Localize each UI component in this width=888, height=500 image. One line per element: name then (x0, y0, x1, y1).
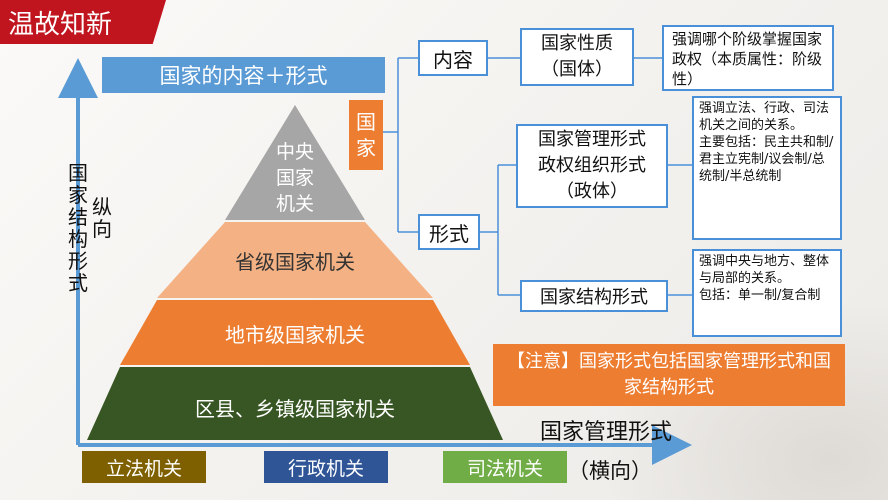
pyramid-top-level (225, 105, 365, 220)
pyramid-level-provincial (157, 222, 433, 298)
horizontal-axis-extra: （横向） (568, 459, 652, 483)
pyramid-level-county (87, 367, 503, 440)
note-box: 【注意】国家形式包括国家管理形式和国家结构形式 (493, 344, 845, 406)
tree-state-nature: 国家性质 （国体） (520, 28, 634, 86)
administrative-label: 行政机关 (264, 451, 388, 483)
tree-structural-form-note: 强调中央与地方、整体与局部的关系。 包括：单一制/复合制 (692, 249, 842, 337)
vertical-axis-extra: 纵向 (92, 195, 112, 241)
tree-management-form-note: 强调立法、行政、司法机关之间的关系。 主要包括：民主共和制/君主立宪制/议会制/… (692, 96, 842, 240)
pyramid-top-label: 中央 国家 机关 (275, 141, 314, 215)
tree-structural-form: 国家结构形式 (520, 280, 668, 312)
content-form-banner: 国家的内容＋形式 (102, 57, 385, 93)
tree-state-nature-note: 强调哪个阶级掌握国家政权（本质属性：阶级性） (662, 25, 834, 91)
tree-connectors (383, 57, 692, 296)
page-title: 温故知新 (0, 0, 166, 44)
tree-content: 内容 (418, 40, 488, 76)
pyramid-level-municipal (120, 300, 470, 365)
tree-root-state: 国家 (349, 100, 383, 170)
legislative-label: 立法机关 (82, 451, 206, 483)
horizontal-axis-label: 国家管理形式 (540, 420, 673, 445)
pyramid-level4-label: 区县、乡镇级国家机关 (195, 396, 395, 421)
vertical-axis-label: 国家结构形式 (68, 161, 88, 295)
tree-management-form: 国家管理形式 政权组织形式 （政体） (516, 124, 668, 208)
tree-form: 形式 (418, 214, 480, 250)
pyramid-level3-label: 地市级国家机关 (225, 322, 365, 347)
judicial-label: 司法机关 (443, 451, 567, 483)
pyramid-level2-label: 省级国家机关 (235, 249, 355, 274)
